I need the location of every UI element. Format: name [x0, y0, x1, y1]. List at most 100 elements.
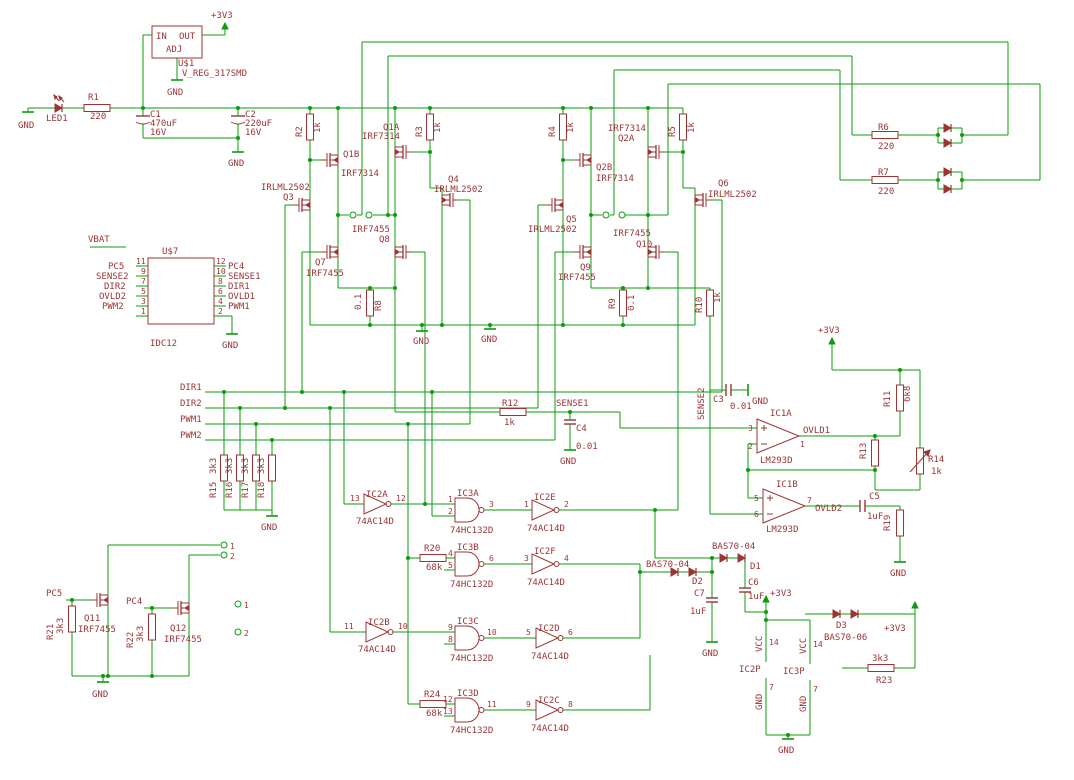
q4-mosfet[interactable]: [441, 188, 459, 212]
q1b-value: IRF7314: [341, 169, 379, 179]
ic3d-nand[interactable]: [454, 697, 485, 723]
d-ind2b-diode[interactable]: [943, 184, 953, 194]
r22-resistor[interactable]: [148, 613, 156, 641]
r10-resistor[interactable]: [706, 289, 714, 317]
r6-resistor[interactable]: [871, 131, 899, 139]
r8-name: R8: [374, 300, 384, 311]
ic2e-inverter[interactable]: [531, 499, 560, 521]
d-ind1b-diode[interactable]: [943, 138, 953, 148]
ic3c-nand[interactable]: [454, 625, 485, 651]
r12-name: R12: [502, 399, 518, 409]
r15-resistor[interactable]: [220, 454, 228, 482]
d-ind2a-diode[interactable]: [943, 167, 953, 177]
q3-mosfet[interactable]: [293, 193, 311, 217]
ic3b-nand[interactable]: [454, 551, 485, 577]
ic2b-inverter[interactable]: [365, 621, 394, 643]
c1-voltage: 16V: [150, 128, 167, 138]
c7-capacitor[interactable]: [706, 597, 718, 603]
ic2a-inverter[interactable]: [363, 493, 392, 515]
r9-resistor[interactable]: [619, 289, 627, 317]
q5-mosfet[interactable]: [546, 193, 564, 217]
c1-capacitor[interactable]: [135, 115, 151, 125]
q1a-mosfet[interactable]: [394, 140, 412, 164]
r14-trimmer[interactable]: [909, 447, 931, 475]
r5-resistor[interactable]: [679, 113, 687, 141]
r13-resistor[interactable]: [871, 439, 879, 467]
r7-resistor[interactable]: [871, 176, 899, 184]
r11-resistor[interactable]: [896, 384, 904, 412]
q12-mosfet[interactable]: [172, 596, 190, 620]
ic3a-nand[interactable]: [454, 497, 485, 523]
ic2c-name: IC2C: [538, 696, 560, 706]
ic1a-comparator[interactable]: [756, 418, 801, 454]
c4-capacitor[interactable]: [564, 419, 576, 425]
net-ovld1: OVLD1: [803, 426, 830, 436]
c2-capacitor[interactable]: [230, 115, 246, 125]
r3-resistor[interactable]: [426, 113, 434, 141]
r24-resistor[interactable]: [419, 700, 447, 708]
r1-resistor[interactable]: [83, 104, 111, 112]
r12-resistor[interactable]: [499, 408, 527, 416]
q2a-mosfet[interactable]: [647, 140, 665, 164]
ic2c-in: 9: [526, 700, 531, 709]
q2b-name: Q2B: [596, 163, 612, 173]
connector-pins[interactable]: [220, 211, 626, 636]
r19-resistor[interactable]: [896, 509, 904, 537]
ic1b-comparator[interactable]: [762, 488, 807, 524]
q10-mosfet[interactable]: [647, 240, 665, 264]
q12-name: Q12: [170, 624, 186, 634]
ic3d-out: 11: [487, 700, 497, 709]
r8-resistor[interactable]: [366, 289, 374, 317]
u7-label-pwm2: PWM2: [102, 302, 124, 312]
u7-label-sense2: SENSE2: [96, 272, 129, 282]
r4-resistor[interactable]: [559, 113, 567, 141]
gnd-c7: GND: [702, 649, 718, 659]
c1-value: 470uF: [150, 119, 177, 129]
r15-value: 3k3: [209, 458, 219, 474]
d3a-diode[interactable]: [832, 609, 842, 619]
q11-mosfet[interactable]: [91, 588, 109, 612]
ic2d-inverter[interactable]: [535, 627, 564, 649]
u7-body[interactable]: [147, 257, 215, 325]
r23-resistor[interactable]: [867, 664, 895, 672]
supply-symbols: [22, 21, 919, 740]
led1-led[interactable]: [53, 93, 65, 113]
d2b-diode[interactable]: [688, 567, 698, 577]
r2-resistor[interactable]: [306, 113, 314, 141]
r16-resistor[interactable]: [236, 454, 244, 482]
q8-mosfet[interactable]: [394, 240, 412, 264]
u1-body[interactable]: [151, 25, 203, 59]
ic2f-name: IC2F: [534, 547, 556, 557]
ic2c-inverter[interactable]: [535, 699, 564, 721]
d2a-diode[interactable]: [670, 567, 680, 577]
d3b-diode[interactable]: [850, 609, 860, 619]
r3-name: R3: [415, 126, 425, 137]
u7-label-dir1: DIR1: [228, 282, 250, 292]
r24-value: 68k: [426, 709, 443, 719]
r21-resistor[interactable]: [68, 605, 76, 633]
q6-mosfet[interactable]: [694, 188, 712, 212]
ic2d-value: 74AC14D: [531, 652, 569, 662]
c6-capacitor[interactable]: [739, 587, 751, 593]
r17-resistor[interactable]: [252, 454, 260, 482]
d1b-diode[interactable]: [737, 553, 747, 563]
ic2f-inverter[interactable]: [531, 553, 560, 575]
u7-pin1: 1: [141, 307, 146, 316]
d-ind1a-diode[interactable]: [943, 123, 953, 133]
r5-name: R5: [668, 126, 678, 137]
d1a-diode[interactable]: [719, 553, 729, 563]
q7-mosfet[interactable]: [321, 240, 339, 264]
q9-mosfet[interactable]: [574, 240, 592, 264]
q3-value: IRLML2502: [261, 183, 310, 193]
components[interactable]: [53, 25, 953, 723]
c3-capacitor[interactable]: [725, 384, 732, 396]
q2b-mosfet[interactable]: [574, 148, 592, 172]
r20-resistor[interactable]: [419, 554, 447, 562]
q10-value: IRF7455: [613, 229, 651, 239]
gnd-reg: GND: [167, 88, 183, 98]
c5-capacitor[interactable]: [859, 500, 866, 512]
r18-resistor[interactable]: [268, 454, 276, 482]
ic3b-out: 6: [489, 554, 494, 563]
q1b-mosfet[interactable]: [321, 148, 339, 172]
